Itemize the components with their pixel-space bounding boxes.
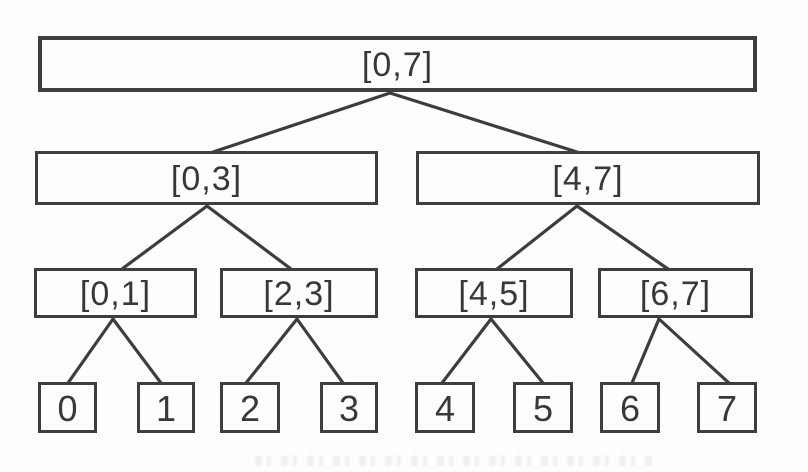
node-label: 3 [338,387,360,429]
leaf-node-7: 7 [697,382,757,433]
edge-47-right [575,204,670,271]
tree-node-0-7: [0,7] [38,36,757,92]
node-label: 7 [716,387,738,429]
edge-root-right [388,91,579,154]
edge-01-right [111,317,163,385]
node-label: [4,7] [552,160,624,198]
edge-root-left [211,91,392,154]
tree-node-4-5: [4,5] [415,268,573,318]
leaf-node-3: 3 [320,382,378,433]
leaf-node-2: 2 [220,382,280,433]
edge-47-left [495,204,579,271]
faint-caption-remnant [255,456,655,466]
node-label: 1 [155,387,177,429]
edge-67-right [657,317,731,385]
edge-23-right [295,317,345,385]
tree-node-4-7: [4,7] [416,151,760,205]
node-label: 5 [532,387,554,429]
tree-node-0-3: [0,3] [35,151,378,205]
leaf-node-4: 4 [415,382,475,433]
edge-01-left [66,317,115,385]
leaf-node-5: 5 [513,382,573,433]
edge-23-left [244,317,299,385]
node-label: 0 [57,387,78,429]
leaf-node-0: 0 [38,382,97,433]
node-label: 4 [434,387,456,429]
edge-45-right [489,317,545,385]
tree-node-6-7: [6,7] [598,268,753,318]
tree-node-0-1: [0,1] [34,268,197,318]
leaf-node-1: 1 [137,382,195,433]
edge-03-right [205,204,293,271]
node-label: [0,3] [170,160,243,198]
tree-node-2-3: [2,3] [220,268,378,318]
node-label: [2,3] [263,275,335,313]
edge-45-left [440,317,493,385]
leaf-node-6: 6 [600,382,660,433]
node-label: [4,5] [458,275,530,313]
edge-67-left [630,317,661,385]
edge-03-left [120,204,209,271]
node-label: 6 [619,387,641,429]
node-label: 2 [239,387,261,429]
node-label: [6,7] [639,275,712,313]
node-label: [0,1] [79,275,152,313]
node-label: [0,7] [361,46,434,84]
